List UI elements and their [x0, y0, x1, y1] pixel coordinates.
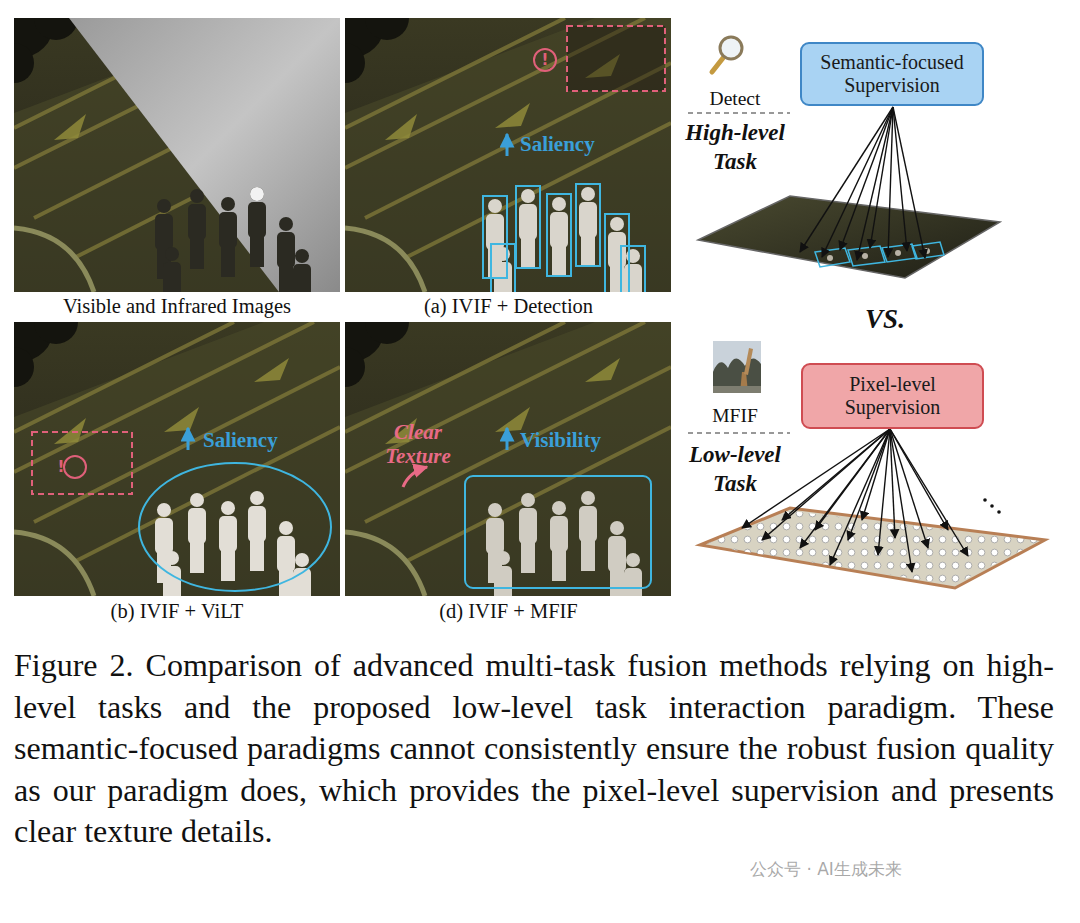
detection-plane	[924, 248, 930, 254]
effect-label: Clear Texture	[373, 420, 463, 468]
detection-boxes	[605, 214, 629, 292]
semantic-arrows	[893, 107, 907, 251]
warning-mark: !	[535, 50, 555, 70]
problem-region	[32, 432, 132, 494]
pedestrians	[486, 491, 642, 596]
pixel-arrows	[830, 429, 890, 565]
vilt-fusion-image	[14, 322, 340, 596]
image-panel: Visible and Infrared Images	[14, 18, 340, 320]
mfif-thumbnail	[713, 341, 761, 393]
pixel-plane	[700, 508, 1045, 588]
semantic-arrows	[893, 107, 925, 258]
semantic-arrows	[888, 107, 893, 257]
mfif-thumbnail	[713, 341, 761, 393]
warning-mark: !	[51, 457, 71, 477]
detection-fusion-image	[345, 18, 671, 292]
image-panel: Clear Texture Visibility (d) IVIF + MFIF	[345, 322, 672, 624]
texture-arrow	[403, 467, 427, 487]
detection-plane	[848, 246, 885, 266]
ellipsis-dots	[997, 510, 1001, 514]
panel-caption: (b) IVIF + ViLT	[14, 600, 340, 623]
warning-circle	[534, 49, 556, 71]
panel-caption: Visible and Infrared Images	[14, 295, 340, 318]
semantic-arrows	[857, 107, 893, 260]
increase-arrow	[506, 134, 509, 156]
panel-caption: (a) IVIF + Detection	[345, 295, 672, 318]
figure-caption: Figure 2. Comparison of advanced multi-t…	[14, 645, 1054, 853]
semantic-arrows	[800, 107, 925, 260]
source-image	[14, 18, 340, 292]
semantic-arrows	[800, 107, 893, 252]
pixel-arrows	[890, 429, 968, 556]
detection-plane	[827, 255, 833, 261]
ellipsis-dots	[983, 498, 987, 502]
divider-line	[688, 432, 790, 434]
magnifier-icon	[712, 58, 723, 72]
visibility-box	[465, 476, 651, 588]
mfif-thumbnail	[713, 386, 761, 393]
semantic-arrows	[822, 107, 893, 257]
mfif-fusion-image	[345, 322, 671, 596]
detection-plane	[827, 248, 930, 261]
versus-label: VS.	[845, 304, 925, 335]
panel-caption: (d) IVIF + MFIF	[345, 600, 672, 623]
pixel-arrows	[848, 429, 890, 540]
divider-line	[688, 112, 790, 114]
pixel-arrows	[782, 429, 890, 520]
box-label: Pixel-level Supervision	[813, 373, 972, 419]
detection-plane	[912, 242, 944, 259]
detection-boxes	[491, 244, 515, 292]
watermark: 公众号 · AI生成未来	[750, 858, 902, 881]
pixel-plane	[703, 511, 1040, 585]
detection-plane	[815, 248, 850, 267]
detection-boxes	[621, 246, 645, 292]
semantic-arrows	[840, 107, 893, 250]
pixel-arrows	[878, 429, 890, 555]
pixel-arrows	[890, 429, 928, 548]
magnifier-icon	[720, 37, 742, 59]
problem-region	[567, 26, 665, 91]
detection-plane	[895, 250, 901, 256]
pedestrians	[155, 187, 311, 292]
warning-circle	[64, 456, 86, 478]
detection-boxes	[576, 184, 600, 266]
detection-boxes	[547, 194, 571, 276]
attention-ellipse	[139, 463, 331, 591]
detection-plane	[698, 196, 1000, 278]
increase-arrow	[506, 428, 509, 450]
effect-label: Saliency	[520, 132, 595, 157]
pedestrians	[486, 187, 642, 292]
task-level: Low-level Task	[672, 440, 798, 498]
increase-arrow	[187, 428, 190, 450]
detection-plane	[862, 253, 868, 259]
pixel-arrows	[890, 429, 912, 572]
hot-head	[250, 187, 264, 201]
detection-boxes	[516, 186, 540, 268]
ellipsis-dots	[990, 504, 994, 508]
supervision-box: Pixel-level Supervision	[801, 363, 984, 429]
effect-label: Visibility	[520, 428, 601, 453]
mfif-thumbnail	[713, 358, 761, 393]
ellipsis-dots	[983, 498, 1001, 514]
task-name: MFIF	[690, 405, 780, 427]
pixel-plane	[700, 508, 1045, 588]
supervision-box: Semantic-focused Supervision	[800, 42, 984, 106]
effect-label: Saliency	[203, 428, 278, 453]
task-level: High-level Task	[672, 118, 798, 176]
pixel-arrows	[762, 429, 890, 540]
detection-boxes	[483, 184, 645, 292]
mfif-thumbnail	[744, 348, 753, 375]
box-label: Semantic-focused Supervision	[812, 51, 972, 97]
image-panel: Saliency (a) IVIF + Detection	[345, 18, 672, 320]
magnifier-icon	[712, 37, 742, 72]
task-name: Detect	[690, 88, 780, 110]
detection-plane	[698, 196, 1000, 278]
detection-boxes	[483, 196, 507, 278]
